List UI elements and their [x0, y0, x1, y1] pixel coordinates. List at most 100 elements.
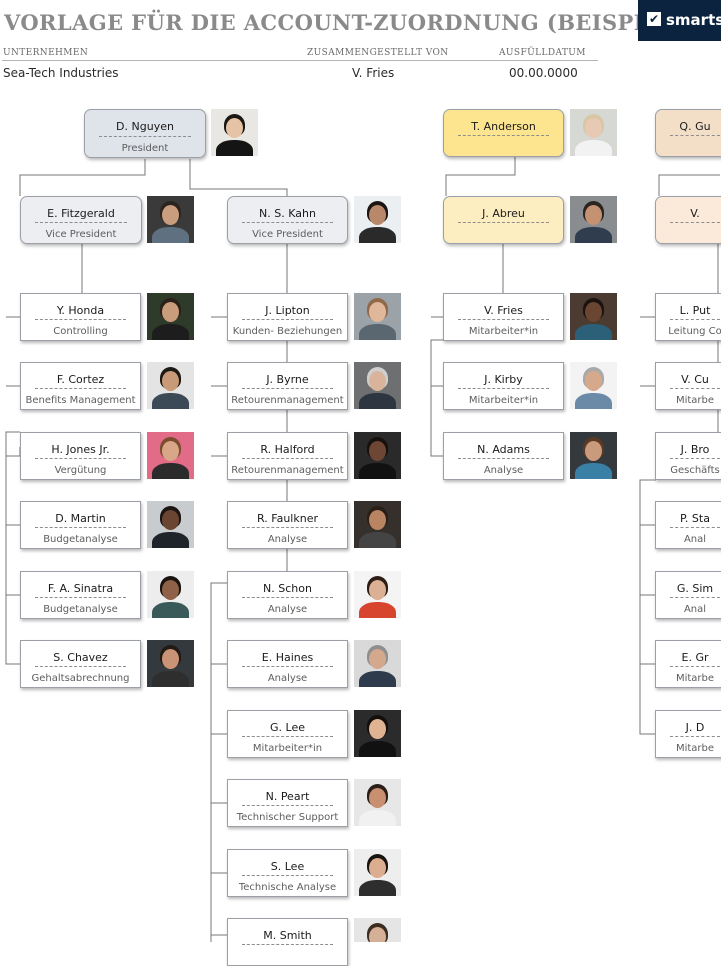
connector-anderson-abreu	[445, 157, 516, 196]
node-role: Mitarbeiter*in	[252, 743, 323, 754]
connector-fitzgerald-lower	[5, 431, 20, 665]
check-icon: ✔	[647, 12, 661, 26]
node-jones[interactable]: H. Jones Jr.Vergütung	[20, 432, 141, 480]
node-smith[interactable]: M. Smith	[227, 918, 348, 966]
node-divider	[35, 666, 126, 667]
node-role: Mitarbe	[675, 743, 715, 754]
company-value: Sea-Tech Industries	[3, 66, 119, 80]
node-name: H. Jones Jr.	[51, 443, 110, 456]
date-value: 00.00.0000	[509, 66, 578, 80]
portrait-photo	[354, 571, 401, 618]
brand-logo[interactable]: ✔ smartsheet	[638, 0, 721, 41]
node-qgu[interactable]: Q. Gu	[655, 109, 721, 157]
portrait-photo	[354, 849, 401, 896]
portrait-photo	[354, 432, 401, 479]
node-role: Vice President	[45, 229, 117, 240]
node-name: E. Gr	[681, 651, 709, 664]
node-divider	[35, 527, 126, 528]
node-divider	[458, 388, 549, 389]
node-divider	[35, 388, 126, 389]
node-anderson[interactable]: T. Anderson	[443, 109, 564, 157]
node-divider	[670, 319, 720, 320]
node-name: J. Abreu	[482, 207, 525, 220]
page-title: VORLAGE FÜR DIE ACCOUNT-ZUORDNUNG (BEISP…	[4, 10, 686, 35]
node-name: N. S. Kahn	[259, 207, 316, 220]
portrait-photo	[354, 779, 401, 826]
node-divider	[242, 666, 333, 667]
company-label: UNTERNEHMEN	[3, 48, 89, 58]
node-name: P. Sta	[680, 512, 710, 525]
node-name: L. Put	[679, 304, 711, 317]
node-role: Analyse	[267, 534, 308, 545]
portrait-photo	[354, 501, 401, 548]
node-divider	[670, 736, 720, 737]
portrait-photo	[570, 432, 617, 479]
node-name: Y. Honda	[56, 304, 105, 317]
node-role: Mitarbe	[675, 395, 715, 406]
portrait-photo	[570, 362, 617, 409]
portrait-photo	[354, 196, 401, 243]
node-name: J. Byrne	[266, 373, 309, 386]
date-label: AUSFÜLLDATUM	[499, 48, 586, 58]
node-name: G. Sim	[676, 582, 714, 595]
node-name: J. Kirby	[484, 373, 523, 386]
node-role: Anal	[683, 534, 707, 545]
node-role: Mitarbeiter*in	[468, 395, 539, 406]
node-divider	[670, 527, 720, 528]
node-name: F. A. Sinatra	[47, 582, 114, 595]
connector-right-lower-ticks	[640, 524, 656, 665]
node-name: J. D	[685, 721, 705, 734]
node-divider	[670, 222, 720, 223]
node-name: R. Halford	[260, 443, 315, 456]
node-name: S. Chavez	[53, 651, 108, 664]
node-abreu[interactable]: J. Abreu	[443, 196, 564, 244]
node-role: Analyse	[267, 604, 308, 615]
node-name: V. Fries	[484, 304, 523, 317]
node-divider	[242, 388, 333, 389]
connector-right-ticks	[640, 316, 656, 387]
node-jd[interactable]: J. D Mitarbe	[655, 710, 721, 758]
node-role: Budgetanalyse	[43, 604, 118, 615]
node-role: Anal	[683, 604, 707, 615]
node-role: Technische Analyse	[238, 882, 337, 893]
node-name: S. Lee	[270, 860, 305, 873]
node-divider	[242, 222, 333, 223]
node-role: Benefits Management	[25, 395, 136, 406]
node-divider	[35, 222, 127, 223]
portrait-photo	[354, 710, 401, 757]
connector-abreu-ticks	[431, 316, 443, 387]
node-role: Vice President	[252, 229, 323, 240]
node-name: M. Smith	[263, 929, 312, 942]
node-vnode[interactable]: V.	[655, 196, 721, 244]
portrait-photo	[147, 571, 194, 618]
node-divider	[670, 597, 720, 598]
portrait-photo	[354, 640, 401, 687]
node-role: Gehaltsabrechnung	[31, 673, 130, 684]
